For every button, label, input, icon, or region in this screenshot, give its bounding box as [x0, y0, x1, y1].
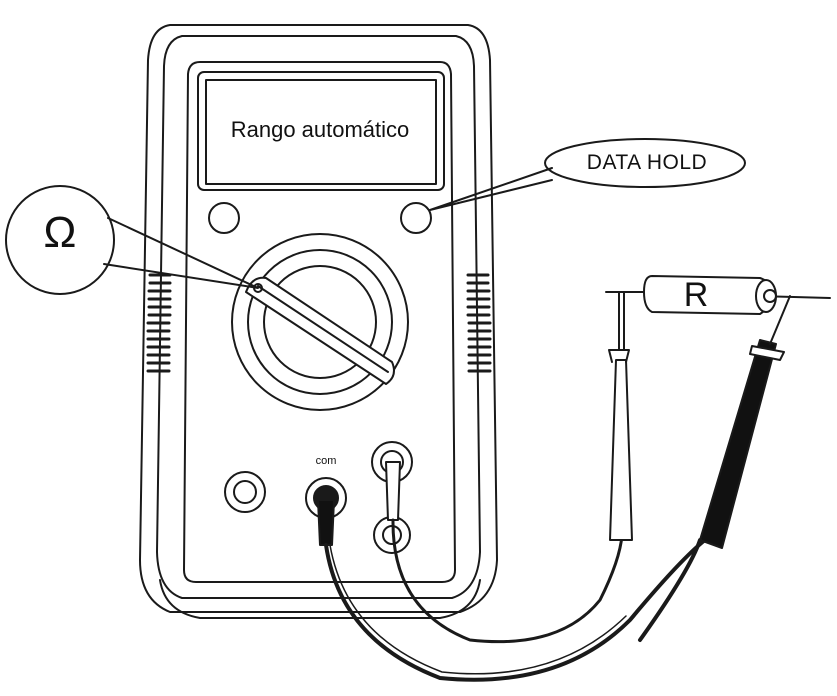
resistor-label: R [683, 276, 709, 314]
ohm-symbol-label: Ω [43, 208, 77, 257]
left-button [208, 202, 240, 234]
right-probe-guard [749, 345, 785, 361]
right-probe-tip [769, 295, 791, 345]
black-lead-wire [324, 538, 707, 682]
right-probe [699, 339, 777, 549]
red-lead-wire [391, 518, 624, 644]
right-grip [466, 273, 492, 373]
jack-left-outer [224, 471, 266, 513]
red-plug [385, 461, 401, 521]
data-hold-callout-bubble [544, 138, 746, 188]
resistor-end [755, 279, 777, 313]
lcd-display-text: Rango automático [230, 117, 410, 142]
ohm-callout-bubble [5, 185, 115, 295]
left-grip [146, 273, 172, 373]
ohm-callout-pointer [103, 217, 259, 289]
data-hold-callout-pointer [429, 167, 553, 211]
data-hold-button [400, 202, 432, 234]
black-plug [317, 499, 335, 546]
lcd-window [205, 79, 437, 185]
meter-face [183, 61, 456, 583]
jack-left-inner [233, 480, 257, 504]
rotary-dial-inner [263, 265, 377, 379]
rotary-dial-ring [247, 249, 393, 395]
left-probe [609, 359, 633, 541]
dial-knob [245, 276, 395, 385]
bottom-bumper [159, 579, 481, 619]
left-probe-tip [618, 291, 625, 351]
com-jack-label: com [315, 455, 337, 467]
data-hold-label: DATA HOLD [586, 151, 708, 174]
holster-inner [156, 35, 481, 599]
lcd-bezel [197, 71, 445, 191]
rotary-dial-outer [231, 233, 409, 411]
